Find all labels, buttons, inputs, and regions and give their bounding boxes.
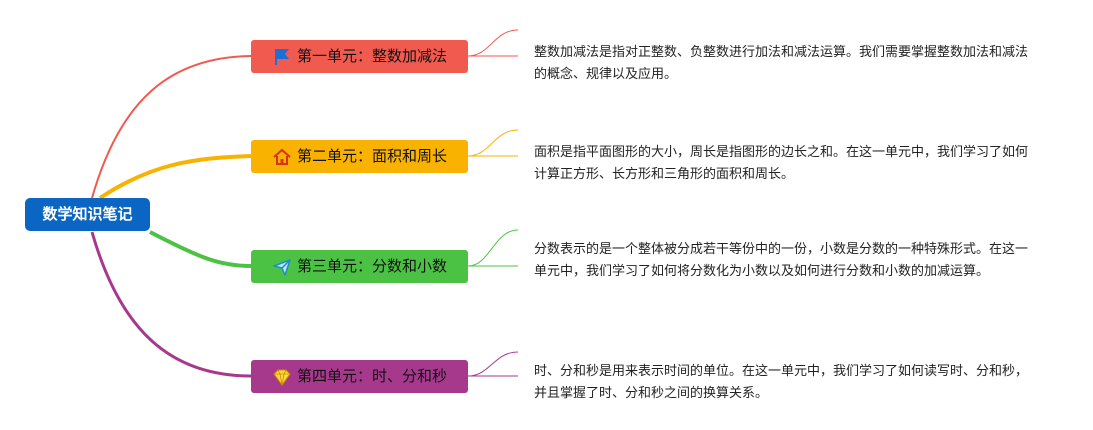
branch-description: 分数表示的是一个整体被分成若干等份中的一份，小数是分数的一种特殊形式。在这一单元… bbox=[534, 242, 1029, 279]
branch-title: 第三单元：分数和小数 bbox=[296, 257, 447, 275]
main-connector bbox=[91, 55, 252, 199]
paper-plane-icon bbox=[272, 257, 292, 277]
branch-topic-unit-4[interactable]: 第四单元：时、分和秒 bbox=[251, 360, 468, 393]
home-icon bbox=[272, 147, 292, 167]
root-topic[interactable]: 数学知识笔记 bbox=[25, 198, 150, 231]
detail-connector bbox=[467, 129, 519, 157]
branch-title: 第四单元：时、分和秒 bbox=[296, 367, 447, 385]
main-connector bbox=[98, 154, 252, 200]
branch-title: 第二单元：面积和周长 bbox=[296, 147, 447, 165]
main-connector bbox=[149, 230, 252, 268]
detail-connector bbox=[467, 29, 519, 57]
detail-connector bbox=[467, 229, 519, 267]
branch-topic-unit-1[interactable]: 第一单元：整数加减法 bbox=[251, 40, 468, 73]
branch-description: 面积是指平面图形的大小，周长是指图形的边长之和。在这一单元中，我们学习了如何计算… bbox=[534, 145, 1029, 182]
branch-topic-unit-2[interactable]: 第二单元：面积和周长 bbox=[251, 140, 468, 173]
diamond-icon bbox=[272, 367, 292, 387]
branch-description: 时、分和秒是用来表示时间的单位。在这一单元中，我们学习了如何读写时、分和秒，并且… bbox=[534, 364, 1029, 401]
main-connector bbox=[90, 231, 252, 378]
detail-connector bbox=[467, 351, 519, 377]
flag-icon bbox=[272, 47, 292, 67]
branch-description: 整数加减法是指对正整数、负整数进行加法和减法运算。我们需要掌握整数加法和减法的概… bbox=[534, 45, 1029, 82]
branch-title: 第一单元：整数加减法 bbox=[296, 47, 447, 65]
branch-topic-unit-3[interactable]: 第三单元：分数和小数 bbox=[251, 250, 468, 283]
